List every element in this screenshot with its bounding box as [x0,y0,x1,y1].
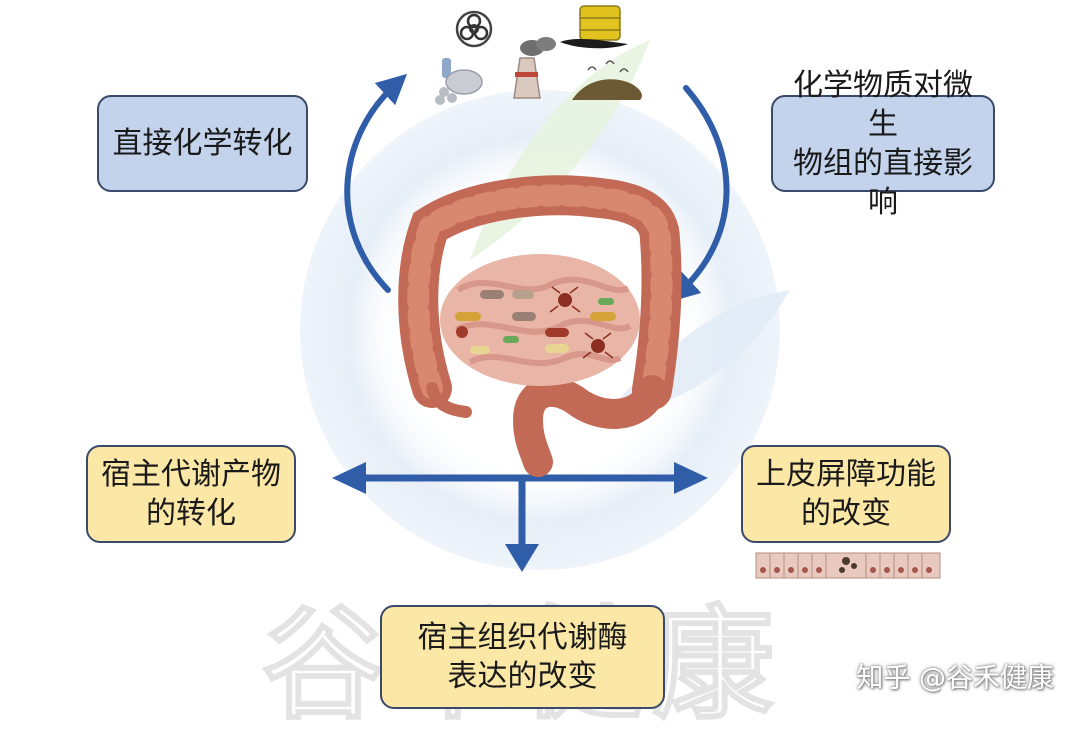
box-epithelial-barrier-change: 上皮屏障功能 的改变 [741,445,951,543]
box-direct-chemical-transformation: 直接化学转化 [97,95,308,192]
plastic-waste-icon [435,58,482,105]
box-label: 化学物质对微生 物组的直接影响 [783,66,983,222]
box-host-metabolite-transformation: 宿主代谢产物 的转化 [86,445,296,543]
box-microbiome-direct-effect: 化学物质对微生 物组的直接影响 [771,95,995,192]
epithelium-icon [756,553,940,578]
box-host-enzyme-expression-change: 宿主组织代谢酶 表达的改变 [380,605,665,709]
box-label: 上皮屏障功能 的改变 [756,455,936,533]
zhihu-credit: 知乎 @谷禾健康 [856,656,1054,695]
diagram-stage: 谷禾健康 直接化学转化 化学物质对微生 物组的直接影响 宿主代谢产物 的转化 上… [0,0,1080,720]
oil-barrel-icon [560,6,628,48]
box-label: 宿主组织代谢酶 表达的改变 [418,618,628,696]
box-label: 直接化学转化 [113,124,293,163]
box-label: 宿主代谢产物 的转化 [101,455,281,533]
biohazard-icon [457,12,491,46]
factory-smokestack-icon [514,37,556,98]
